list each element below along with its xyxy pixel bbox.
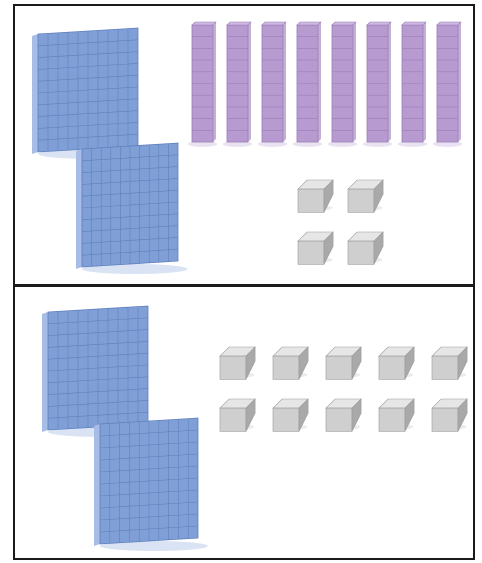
ones-cube (348, 180, 383, 212)
ones-cube (220, 399, 255, 431)
hundreds-flat (32, 28, 148, 159)
tens-rod (293, 22, 322, 147)
hundreds-flat (76, 143, 188, 274)
ones-cube (348, 232, 383, 264)
ones-cube (379, 399, 414, 431)
ones-cube (298, 180, 333, 212)
ones-cube (220, 347, 255, 379)
ones-cube (432, 347, 467, 379)
hundreds-flat (42, 306, 158, 437)
tens-rod (398, 22, 427, 147)
ones-cube (326, 347, 361, 379)
ones-cube (298, 232, 333, 264)
tens-rod (433, 22, 462, 147)
ones-cube (379, 347, 414, 379)
tens-rod (188, 22, 217, 147)
hundreds-flat (94, 418, 208, 551)
tens-rod (258, 22, 287, 147)
tens-rod (363, 22, 392, 147)
ones-cube (432, 399, 467, 431)
ones-cube (273, 399, 308, 431)
tens-rod (328, 22, 357, 147)
tens-rod (223, 22, 252, 147)
ones-cube (326, 399, 361, 431)
ones-cube (273, 347, 308, 379)
